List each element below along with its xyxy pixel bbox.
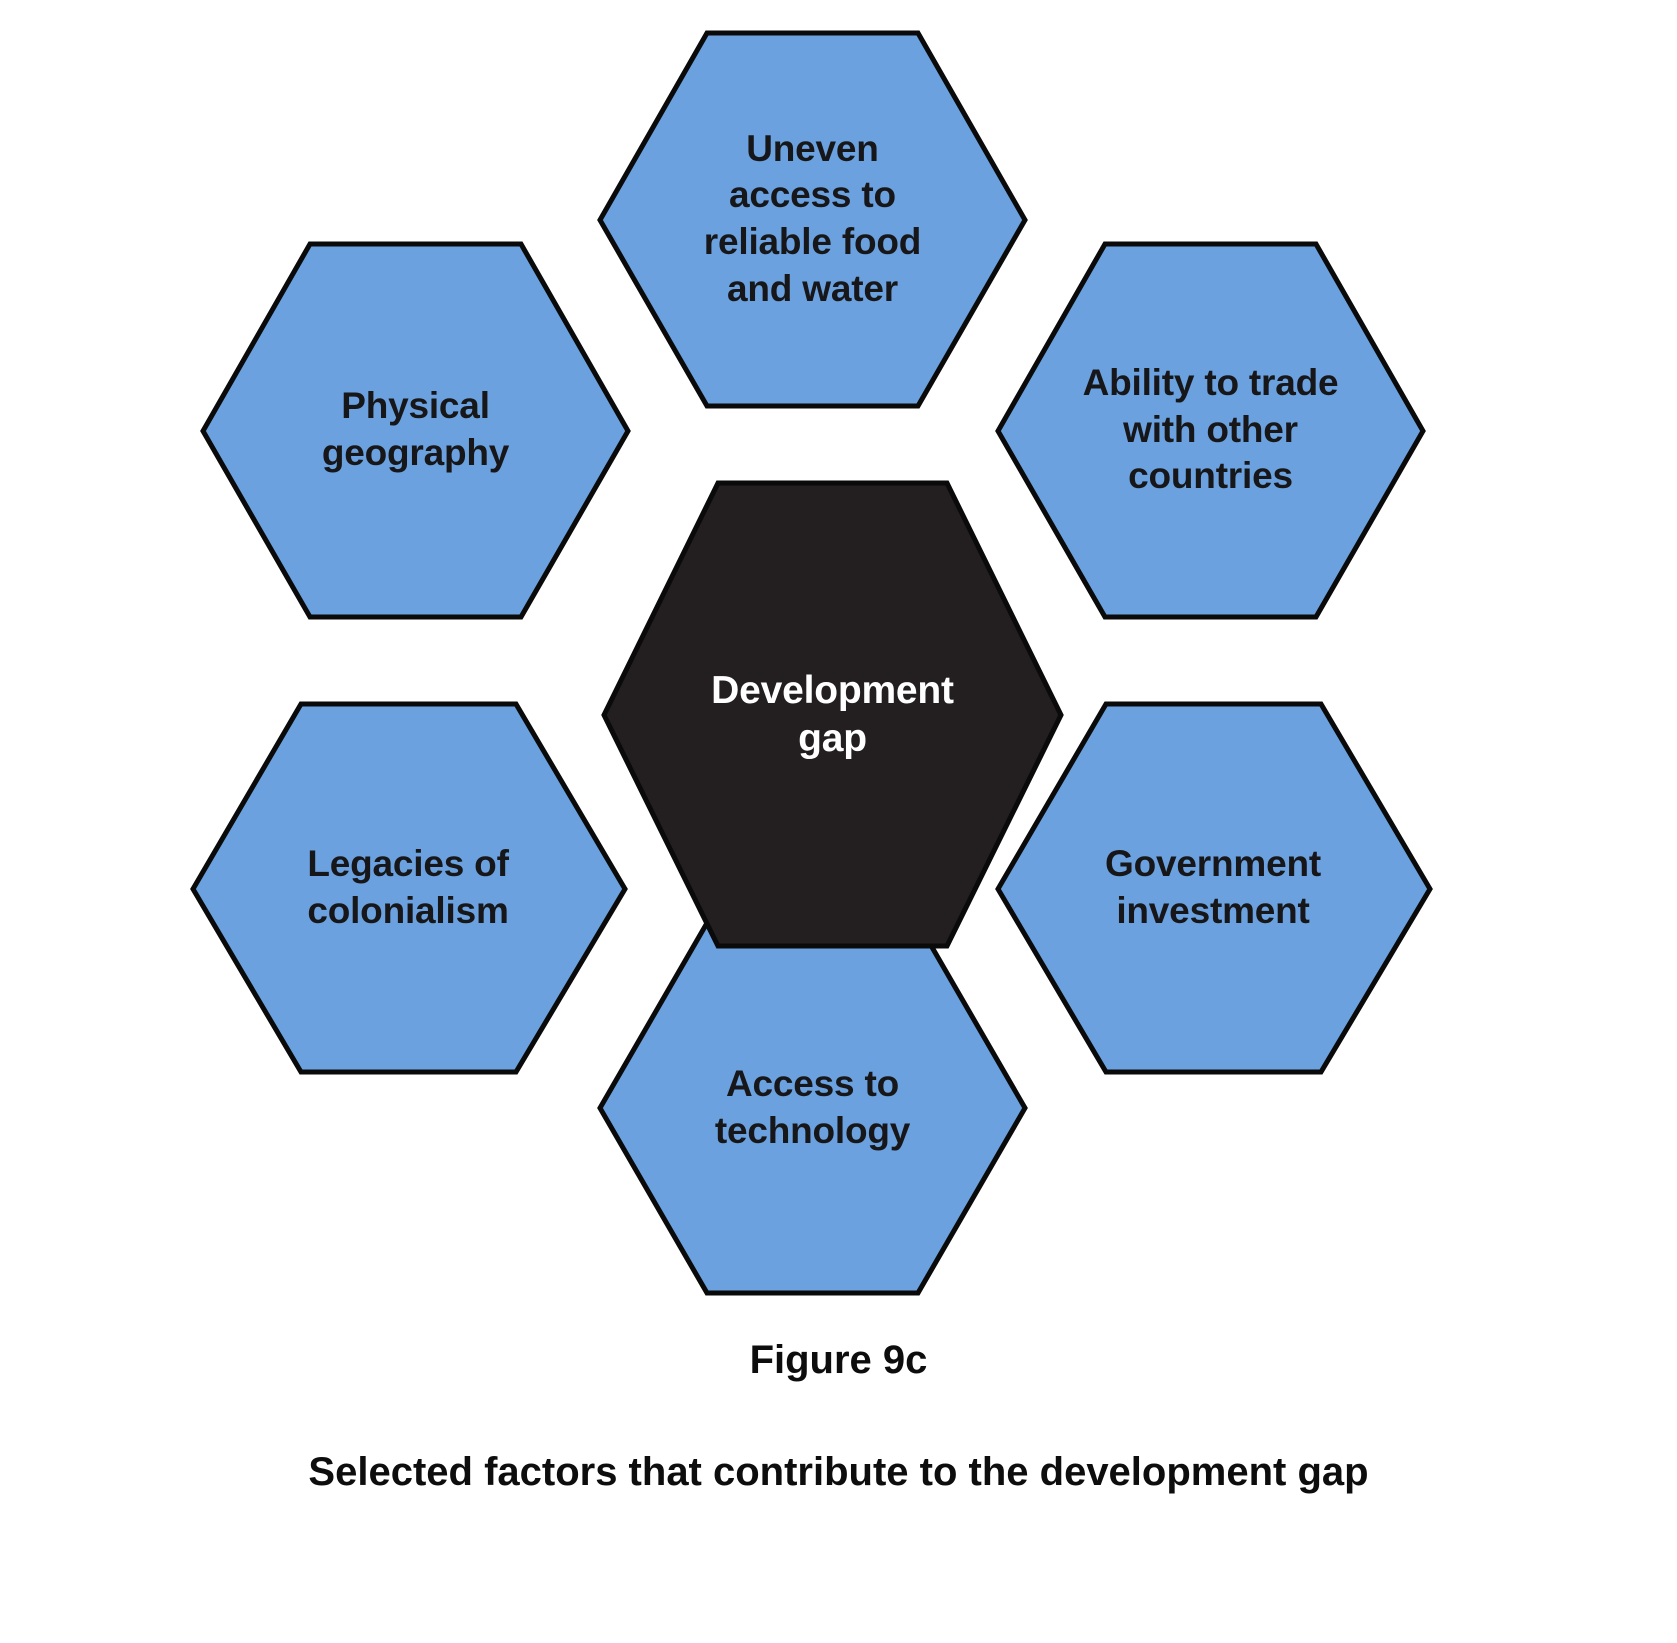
- hexagon-label-line: technology: [714, 1110, 911, 1151]
- hexagon-label-line: Development: [711, 668, 954, 712]
- hexagon-label-line: Legacies of: [307, 843, 509, 885]
- hexagon-label-line: gap: [798, 716, 867, 760]
- hexagon-label-line: Uneven: [746, 127, 879, 169]
- hexagon-label-line: investment: [1116, 890, 1310, 931]
- figure-number: Figure 9c: [749, 1338, 928, 1382]
- hexagon-label-line: colonialism: [307, 890, 509, 931]
- hexagon-label-line: and water: [727, 267, 898, 309]
- hexagon-legacies-of-colonialism[interactable]: Legacies of colonialism: [193, 703, 623, 1073]
- hexagon-label-legacies-of-colonialism: Legacies of colonialism: [307, 841, 509, 934]
- hexagon-label-line: geography: [321, 432, 510, 473]
- hexagon-development-gap[interactable]: Development gap: [604, 482, 1061, 947]
- hexagon-government-investment[interactable]: Government investment: [998, 703, 1428, 1073]
- hexagon-label-physical-geography: Physical geography: [321, 383, 510, 476]
- hexagon-physical-geography[interactable]: Physical geography: [203, 243, 628, 617]
- hexagon-label-ability-to-trade: Ability to trade with other countries: [1083, 360, 1339, 500]
- hexagon-access-to-technology[interactable]: Access to technology: [600, 922, 1025, 1294]
- hexagon-shape-bottom-right: [995, 701, 1433, 1075]
- hexagon-label-line: Government: [1105, 843, 1321, 885]
- hexagon-shape-bottom-left: [190, 701, 628, 1075]
- hexagon-label-development-gap: Development gap: [711, 667, 954, 762]
- hexagon-uneven-access-food-water[interactable]: Uneven access to reliable food and water: [600, 32, 1025, 406]
- figure-caption-block: Figure 9c Selected factors that contribu…: [0, 1338, 1677, 1495]
- hexagon-ability-to-trade[interactable]: Ability to trade with other countries: [998, 243, 1423, 617]
- hexagon-label-line: with other: [1123, 408, 1298, 450]
- hexagon-label-access-to-technology: Access to technology: [714, 1061, 911, 1154]
- hexagon-shape-top-right: [995, 241, 1426, 620]
- hexagon-label-uneven-access-food-water: Uneven access to reliable food and water: [703, 126, 922, 312]
- hexagon-label-line: Access to: [725, 1063, 899, 1105]
- hexagon-label-government-investment: Government investment: [1105, 841, 1321, 934]
- hexagon-shape-top: [597, 30, 1028, 409]
- hexagon-shape-center: [601, 480, 1064, 949]
- figure-caption-text: Selected factors that contribute to the …: [308, 1450, 1369, 1494]
- hexagon-shape-top-left: [200, 241, 631, 620]
- hexagon-label-line: countries: [1128, 455, 1293, 497]
- hexagon-label-line: access to: [729, 174, 896, 216]
- hexagon-label-line: Ability to trade: [1082, 362, 1339, 404]
- hexagon-label-line: reliable food: [703, 221, 922, 262]
- hexagon-label-line: Physical: [341, 385, 490, 427]
